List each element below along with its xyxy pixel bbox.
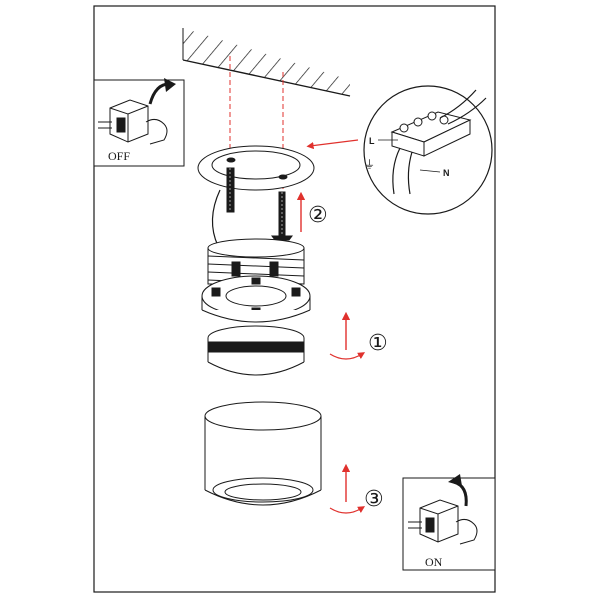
switch-on-panel: ON xyxy=(402,474,496,571)
switch-on-icon xyxy=(408,499,478,545)
live-label: L xyxy=(369,136,375,146)
ceiling-icon xyxy=(182,28,351,97)
terminal-block-icon xyxy=(390,111,472,157)
on-label: ON xyxy=(425,555,443,569)
rotate-icon xyxy=(329,352,366,360)
earth-symbol: ⏚ xyxy=(364,158,375,171)
step-1-marker: ① xyxy=(329,311,388,360)
off-label: OFF xyxy=(108,149,130,163)
rotate-arrow-on xyxy=(448,474,468,507)
step-1-number: ① xyxy=(368,331,388,356)
rotate-arrow-off xyxy=(148,78,176,105)
neutral-label: N xyxy=(443,168,450,178)
wiring-detail: L N ⏚ xyxy=(363,85,493,215)
step-3-number: ③ xyxy=(364,487,384,512)
detail-pointer xyxy=(306,139,359,150)
locking-ring xyxy=(207,325,305,376)
page-frame xyxy=(93,5,496,593)
screw-icon xyxy=(226,167,293,241)
threaded-housing xyxy=(201,238,311,323)
mounting-plate xyxy=(197,145,315,191)
switch-off-icon xyxy=(98,99,168,145)
step-2-marker: ② xyxy=(296,191,328,232)
switch-off-panel: OFF xyxy=(93,78,185,167)
step-3-marker: ③ xyxy=(329,463,384,514)
power-cable xyxy=(211,189,221,247)
lamp-cylinder xyxy=(204,401,322,506)
rotate-icon xyxy=(329,506,366,514)
step-2-number: ② xyxy=(308,203,328,228)
